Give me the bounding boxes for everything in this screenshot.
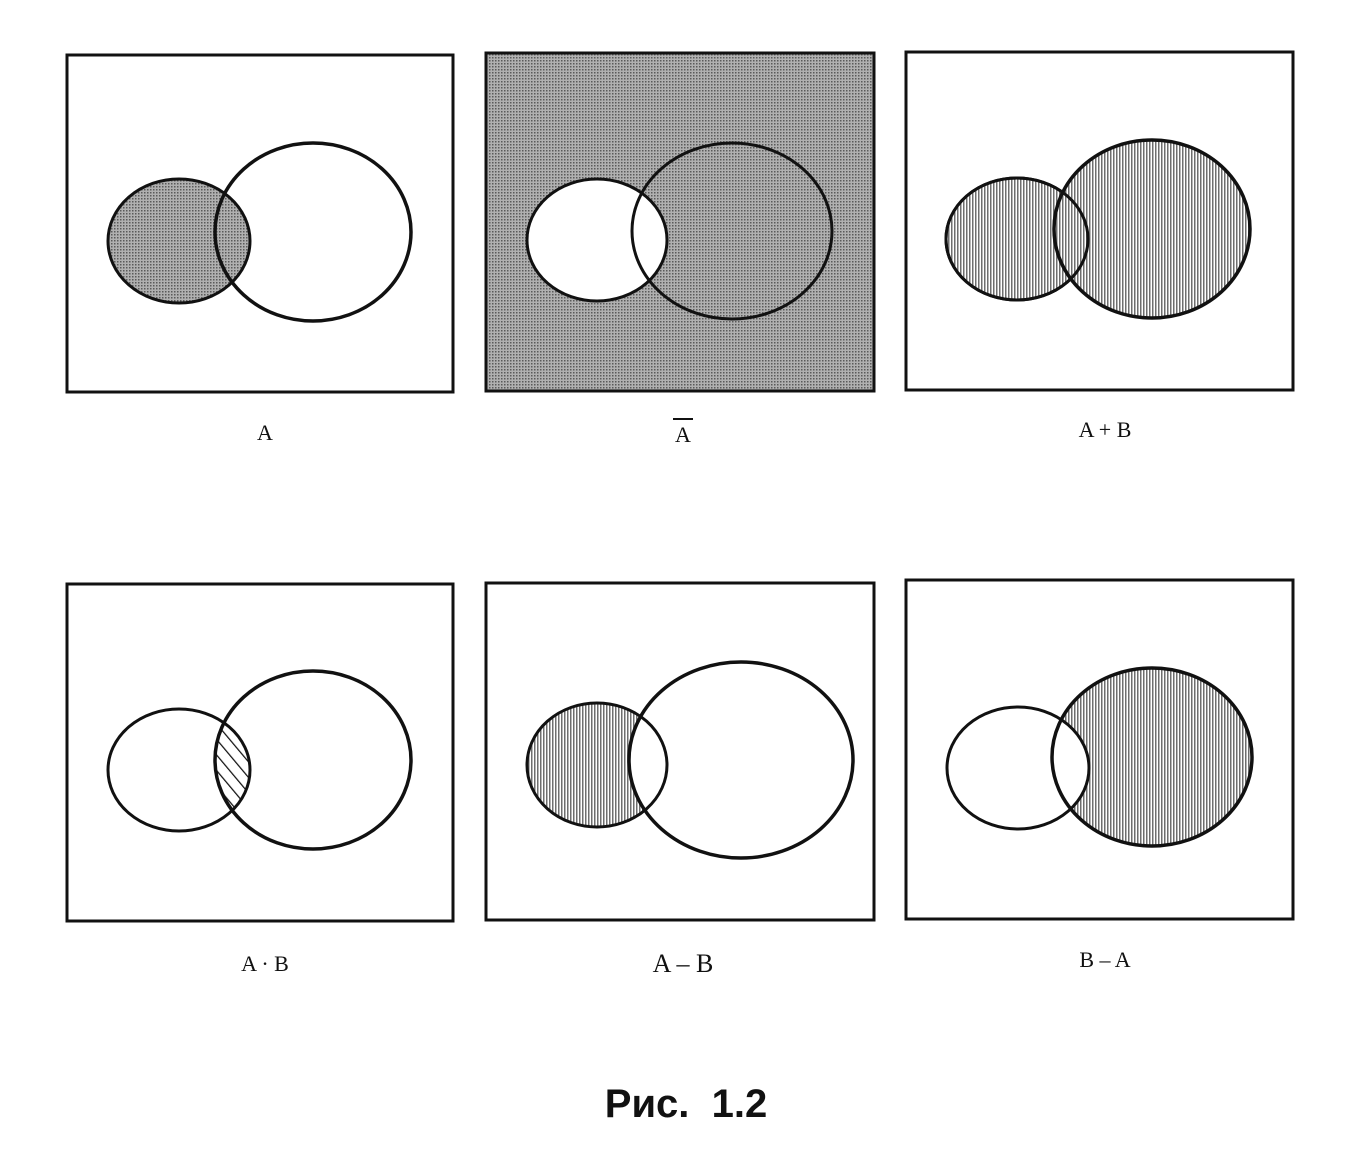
set-a-circle — [525, 701, 669, 829]
panel-a: A — [65, 53, 455, 445]
panel-a-times-b: A · B — [65, 582, 455, 976]
set-a-circle — [945, 705, 1091, 831]
set-a-circle — [525, 177, 669, 303]
panel-a-plus-b: A + B — [904, 50, 1295, 442]
panel-label-a-times-b: A · B — [241, 951, 289, 976]
set-b-circle — [1050, 666, 1254, 848]
panel-label-a-plus-b: A + B — [1079, 417, 1132, 442]
panel-label-b-minus-a: B – A — [1079, 947, 1130, 972]
panel-label-not-a: A — [675, 422, 691, 447]
set-b-circle — [213, 141, 413, 323]
set-b-circle — [213, 669, 413, 851]
set-a-circle — [106, 707, 252, 833]
difference-shading — [1052, 668, 1252, 846]
set-b-circle — [1052, 138, 1252, 320]
set-b-circle — [630, 141, 834, 321]
panel-a-minus-b: A – B — [484, 581, 876, 978]
panel-b-minus-a: B – A — [904, 578, 1295, 972]
panel-label-a-minus-b: A – B — [653, 949, 714, 978]
panel-label-a: A — [257, 420, 273, 445]
complement-shading — [486, 53, 874, 391]
figure-caption: Рис. 1.2 — [605, 1082, 767, 1126]
set-b-circle — [627, 660, 855, 860]
panel-not-a: A — [484, 51, 876, 447]
set-a-circle — [106, 177, 252, 305]
universe-frame — [65, 582, 455, 923]
